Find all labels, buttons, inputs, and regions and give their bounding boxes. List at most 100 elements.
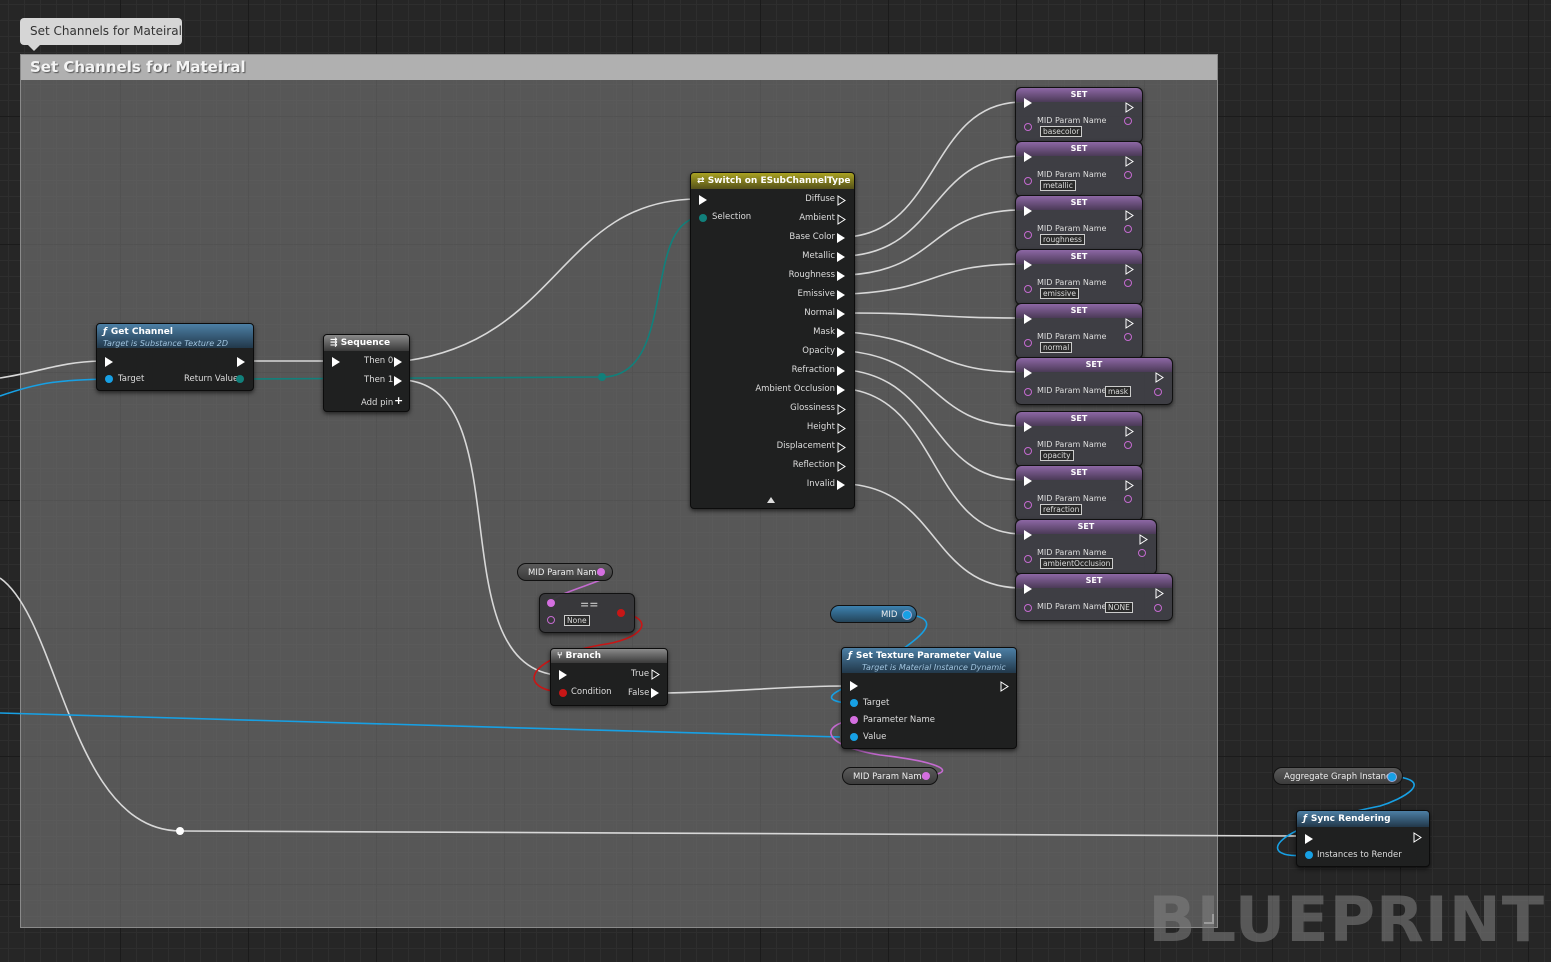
switch-output-pin[interactable] xyxy=(837,328,845,338)
exec-in-pin[interactable] xyxy=(1024,530,1032,540)
exec-in-pin[interactable] xyxy=(105,357,113,367)
switch-output-pin[interactable] xyxy=(837,271,845,281)
condition-pin[interactable] xyxy=(559,689,567,697)
name-out-pin[interactable] xyxy=(1124,441,1132,449)
collapse-arrow-icon[interactable] xyxy=(767,497,775,503)
sequence-node[interactable]: ⇶ Sequence Then 0 Then 1 Add pin + xyxy=(323,334,410,412)
name-a-pin[interactable] xyxy=(547,599,555,607)
exec-out-pin[interactable] xyxy=(1125,152,1134,171)
add-pin-icon[interactable]: + xyxy=(394,394,404,407)
exec-out-pin[interactable] xyxy=(1125,206,1134,225)
set-node-value[interactable]: roughness xyxy=(1040,234,1085,245)
equal-node-value[interactable]: None xyxy=(564,615,590,626)
exec-in-pin[interactable] xyxy=(1024,584,1032,594)
switch-output-pin[interactable] xyxy=(837,252,845,262)
switch-output-pin[interactable] xyxy=(837,309,845,319)
exec-in-pin[interactable] xyxy=(850,681,858,691)
bool-out-pin[interactable] xyxy=(617,609,625,617)
exec-in-pin[interactable] xyxy=(1024,422,1032,432)
set-node-opacity[interactable]: SET MID Param Name opacity xyxy=(1015,411,1143,467)
exec-in-pin[interactable] xyxy=(1024,314,1032,324)
switch-output-pin[interactable] xyxy=(837,385,845,395)
exec-out-pin[interactable] xyxy=(1139,530,1148,549)
target-pin[interactable] xyxy=(850,699,858,707)
name-out-pin[interactable] xyxy=(1138,549,1146,557)
name-in-pin[interactable] xyxy=(1024,123,1032,131)
selection-pin[interactable] xyxy=(699,214,707,222)
switch-output-pin[interactable] xyxy=(837,347,845,357)
resize-grip[interactable] xyxy=(1204,914,1214,924)
name-out-pin[interactable] xyxy=(1124,333,1132,341)
then1-pin[interactable] xyxy=(394,376,402,386)
switch-node[interactable]: ⇄ Switch on ESubChannelType Selection Di… xyxy=(690,172,855,509)
set-node-refraction[interactable]: SET MID Param Name refraction xyxy=(1015,465,1143,521)
exec-out-pin[interactable] xyxy=(1125,422,1134,441)
exec-out-pin[interactable] xyxy=(1413,832,1422,846)
name-in-pin[interactable] xyxy=(1024,177,1032,185)
name-in-pin[interactable] xyxy=(1024,447,1032,455)
set-node-emissive[interactable]: SET MID Param Name emissive xyxy=(1015,249,1143,305)
mid-param-name-variable[interactable]: MID Param Name xyxy=(517,563,613,581)
set-node-normal[interactable]: SET MID Param Name normal xyxy=(1015,303,1143,359)
exec-in-pin[interactable] xyxy=(1024,152,1032,162)
object-out-pin[interactable] xyxy=(902,610,912,620)
exec-out-pin[interactable] xyxy=(1125,260,1134,279)
comment-tab[interactable]: Set Channels for Mateiral xyxy=(20,18,182,51)
set-node-ambient-occlusion[interactable]: SET MID Param Name ambientOcclusion xyxy=(1015,519,1157,575)
aggregate-graph-instance-variable[interactable]: Aggregate Graph Instance xyxy=(1273,767,1403,785)
set-node-basecolor[interactable]: SET MID Param Name basecolor xyxy=(1015,87,1143,143)
exec-in-pin[interactable] xyxy=(559,670,567,680)
exec-in-pin[interactable] xyxy=(332,357,340,367)
name-out-pin[interactable] xyxy=(597,568,605,576)
instances-pin[interactable] xyxy=(1305,851,1313,859)
exec-out-pin[interactable] xyxy=(1000,681,1009,695)
parameter-name-pin[interactable] xyxy=(850,716,858,724)
exec-out-pin[interactable] xyxy=(237,357,245,367)
comment-header[interactable]: Set Channels for Mateiral xyxy=(21,55,1217,80)
exec-in-pin[interactable] xyxy=(699,195,707,205)
set-node-value[interactable]: opacity xyxy=(1040,450,1074,461)
exec-out-pin[interactable] xyxy=(1155,368,1164,387)
name-in-pin[interactable] xyxy=(1024,339,1032,347)
name-out-pin[interactable] xyxy=(1124,117,1132,125)
exec-in-pin[interactable] xyxy=(1024,476,1032,486)
set-node-value[interactable]: emissive xyxy=(1040,288,1079,299)
exec-out-pin[interactable] xyxy=(1125,476,1134,495)
branch-node[interactable]: ⑂ Branch True Condition False xyxy=(550,648,668,706)
set-node-mask[interactable]: SET MID Param Name mask xyxy=(1015,357,1173,405)
mid-variable[interactable]: MID xyxy=(830,605,917,623)
exec-out-pin[interactable] xyxy=(1125,98,1134,117)
switch-output-pin[interactable] xyxy=(837,233,845,243)
value-pin[interactable] xyxy=(850,733,858,741)
name-out-pin[interactable] xyxy=(1124,495,1132,503)
set-node-value[interactable]: metallic xyxy=(1040,180,1076,191)
switch-output-pin[interactable] xyxy=(837,366,845,376)
name-out-pin[interactable] xyxy=(1124,171,1132,179)
exec-in-pin[interactable] xyxy=(1305,834,1313,844)
switch-output-pin[interactable] xyxy=(837,195,846,206)
name-in-pin[interactable] xyxy=(1024,555,1032,563)
name-b-pin[interactable] xyxy=(547,616,555,624)
name-out-pin[interactable] xyxy=(922,772,930,780)
switch-output-pin[interactable] xyxy=(837,290,845,300)
equal-node[interactable]: None == xyxy=(539,593,635,633)
set-node-value[interactable]: ambientOcclusion xyxy=(1040,558,1114,569)
exec-in-pin[interactable] xyxy=(1024,206,1032,216)
object-out-pin[interactable] xyxy=(1387,772,1397,782)
exec-in-pin[interactable] xyxy=(1024,98,1032,108)
name-out-pin[interactable] xyxy=(1124,225,1132,233)
set-node-value[interactable]: mask xyxy=(1105,386,1132,397)
return-value-pin[interactable] xyxy=(236,375,244,383)
name-in-pin[interactable] xyxy=(1024,604,1032,612)
switch-output-pin[interactable] xyxy=(837,214,846,225)
name-in-pin[interactable] xyxy=(1024,388,1032,396)
switch-output-pin[interactable] xyxy=(837,423,846,434)
set-node-none[interactable]: SET MID Param Name NONE xyxy=(1015,573,1173,621)
true-pin[interactable] xyxy=(651,669,660,683)
set-node-metallic[interactable]: SET MID Param Name metallic xyxy=(1015,141,1143,197)
set-node-roughness[interactable]: SET MID Param Name roughness xyxy=(1015,195,1143,251)
exec-in-pin[interactable] xyxy=(1024,368,1032,378)
